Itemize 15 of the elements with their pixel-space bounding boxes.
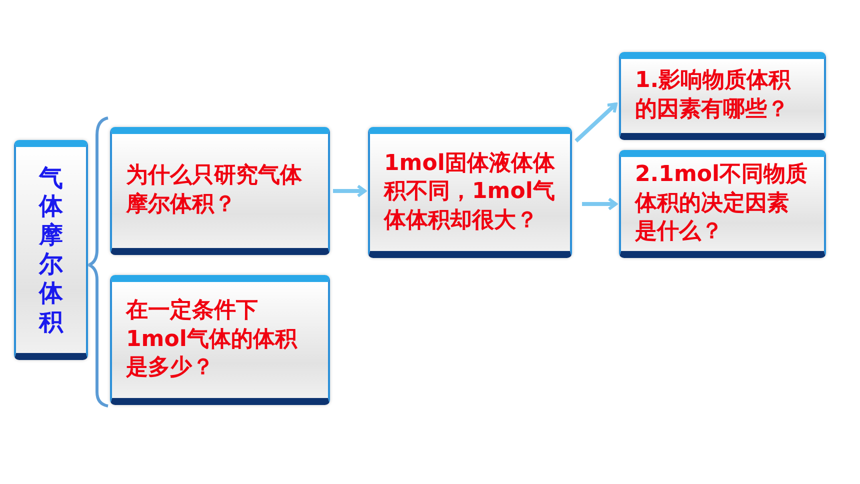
question-text: 1mol固体液体体积不同，1mol气体体积却很大？ bbox=[382, 150, 556, 235]
title-box bbox=[14, 140, 88, 360]
question-text: 1.影响物质体积的因素有哪些？ bbox=[634, 67, 792, 124]
question-text: 为什么只研究气体摩尔体积？ bbox=[124, 162, 303, 219]
arrow bbox=[333, 184, 366, 198]
question-text: 在一定条件下1mol气体的体积是多少？ bbox=[124, 297, 298, 382]
question-box bbox=[619, 150, 826, 258]
question-box bbox=[619, 52, 826, 140]
question-text: 2.1mol不同物质体积的决定因素是什么？ bbox=[634, 161, 809, 246]
title-text: 气体摩尔体积 bbox=[38, 164, 64, 336]
arrow bbox=[574, 102, 618, 142]
question-box bbox=[110, 275, 330, 405]
arrow bbox=[582, 198, 618, 210]
question-box bbox=[368, 127, 572, 258]
question-box bbox=[110, 127, 330, 255]
